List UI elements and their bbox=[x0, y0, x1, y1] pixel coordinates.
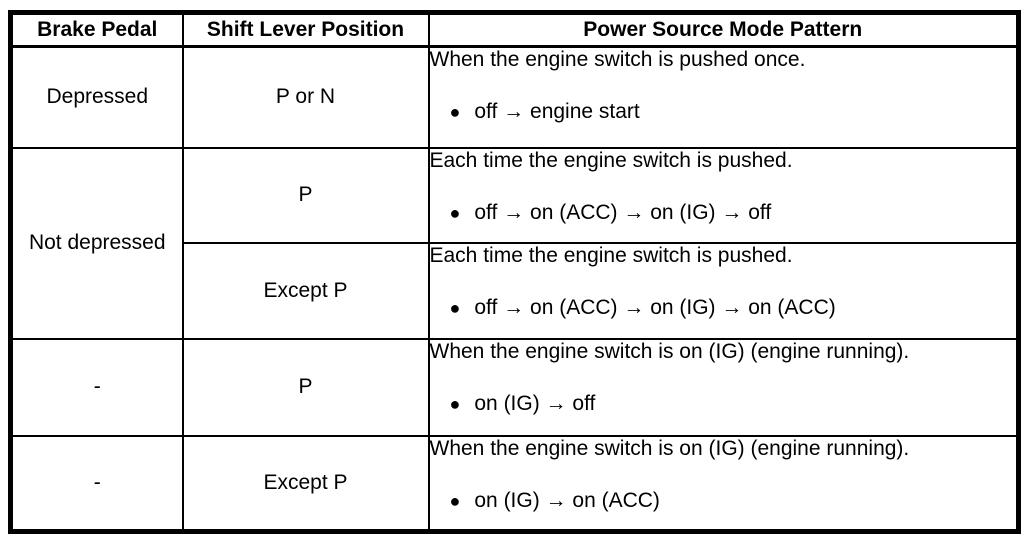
pattern-cell: Each time the engine switch is pushed. ●… bbox=[427, 146, 1020, 244]
pattern-sequence-text: on (IG) → on (ACC) bbox=[474, 488, 660, 512]
pattern-cell: When the engine switch is on (IG) (engin… bbox=[427, 337, 1020, 437]
pattern-sequence-row: ● off → on (ACC) → on (IG) → off bbox=[450, 201, 1017, 225]
shift-lever-cell: P or N bbox=[181, 45, 430, 149]
shift-lever-cell: Except P bbox=[181, 241, 430, 340]
table-row: Not depressed P Each time the engine swi… bbox=[9, 146, 1020, 340]
pattern-sequence-text: off → engine start bbox=[474, 100, 640, 123]
power-source-mode-table: Brake Pedal Shift Lever Position Power S… bbox=[8, 10, 1021, 534]
header-power-source-mode-pattern: Power Source Mode Pattern bbox=[427, 11, 1020, 48]
brake-pedal-cell: Not depressed bbox=[9, 146, 184, 340]
brake-pedal-cell: - bbox=[9, 337, 184, 437]
shift-lever-cell: P bbox=[181, 146, 430, 244]
bullet-icon: ● bbox=[449, 297, 461, 318]
pattern-cell: When the engine switch is pushed once. ●… bbox=[427, 45, 1020, 149]
pattern-sequence-row: ● on (IG) → on (ACC) bbox=[450, 489, 1017, 513]
table-row: - Except P When the engine switch is on … bbox=[9, 434, 1020, 533]
pattern-description: When the engine switch is pushed once. bbox=[429, 48, 806, 71]
table-row: - P When the engine switch is on (IG) (e… bbox=[9, 337, 1020, 437]
shift-lever-cell: P bbox=[181, 337, 430, 437]
pattern-sequence-row: ● off → on (ACC) → on (IG) → on (ACC) bbox=[450, 296, 1017, 320]
bullet-icon: ● bbox=[449, 202, 461, 223]
shift-lever-cell: Except P bbox=[181, 434, 430, 533]
pattern-description: Each time the engine switch is pushed. bbox=[429, 243, 793, 267]
table-row: Depressed P or N When the engine switch … bbox=[9, 45, 1020, 149]
header-shift-lever-position: Shift Lever Position bbox=[181, 11, 430, 48]
pattern-sequence-row: ● on (IG) → off bbox=[450, 392, 1017, 416]
brake-pedal-cell: - bbox=[9, 434, 184, 533]
pattern-cell: Each time the engine switch is pushed. ●… bbox=[427, 241, 1020, 340]
pattern-cell: When the engine switch is on (IG) (engin… bbox=[427, 434, 1020, 533]
pattern-description: When the engine switch is on (IG) (engin… bbox=[429, 436, 910, 460]
pattern-sequence-row: ● off → engine start bbox=[450, 100, 1017, 124]
pattern-sequence-text: off → on (ACC) → on (IG) → off bbox=[474, 200, 772, 224]
pattern-sequence-text: on (IG) → off bbox=[474, 391, 596, 415]
brake-pedal-cell: Depressed bbox=[9, 45, 184, 149]
bullet-icon: ● bbox=[449, 393, 461, 414]
pattern-sequence-text: off → on (ACC) → on (IG) → on (ACC) bbox=[474, 295, 836, 319]
table-row: Except P Each time the engine switch is … bbox=[11, 241, 1020, 340]
pattern-description: Each time the engine switch is pushed. bbox=[429, 148, 793, 172]
bullet-icon: ● bbox=[449, 102, 461, 122]
bullet-icon: ● bbox=[449, 490, 461, 511]
header-brake-pedal: Brake Pedal bbox=[9, 11, 184, 48]
pattern-description: When the engine switch is on (IG) (engin… bbox=[429, 339, 910, 363]
table-header-row: Brake Pedal Shift Lever Position Power S… bbox=[9, 11, 1020, 48]
